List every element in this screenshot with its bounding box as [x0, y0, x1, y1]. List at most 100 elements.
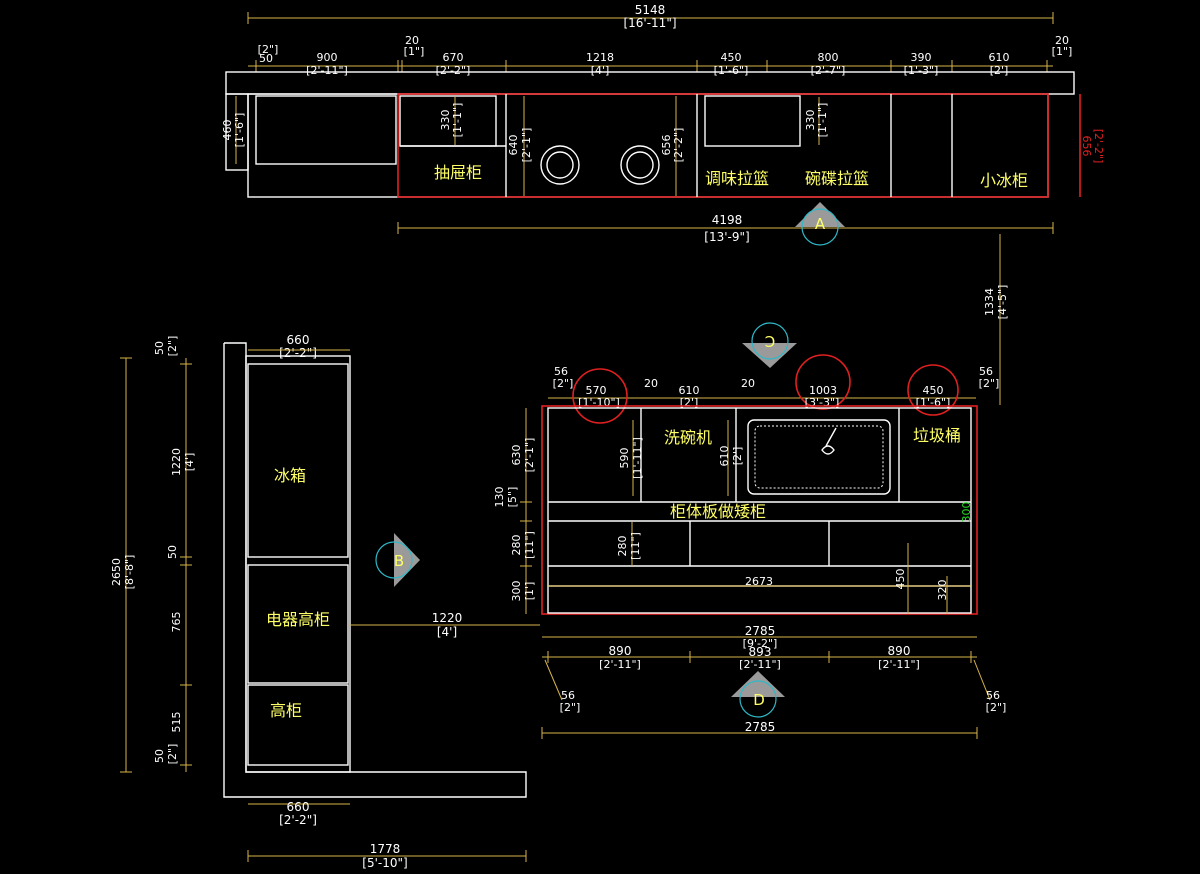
label-small-fridge: 小冰柜	[980, 171, 1028, 190]
hob-burner-left	[540, 145, 580, 185]
seg-2-mm: 20	[405, 34, 419, 47]
tall-seg-2-mm: 50	[166, 545, 179, 559]
dim-tall-bottom-ftin: [2'-2"]	[279, 813, 317, 827]
tall-seg-0-mm: 50	[153, 341, 166, 355]
width-total-mm: 2785	[745, 624, 776, 638]
tall-seg-1-mm: 1220	[170, 448, 183, 476]
label-dish-basket: 碗碟拉篮	[805, 169, 869, 188]
sink	[747, 419, 891, 495]
seg-7-ftin: [1'-3"]	[904, 64, 939, 77]
seg-3-mm: 670	[443, 51, 464, 64]
label-spice-basket: 调味拉篮	[705, 169, 769, 188]
seg-9-mm: 20	[1055, 34, 1069, 47]
elev-seg-0-ftin: [2"]	[553, 377, 574, 390]
inner-590-mm: 590	[618, 448, 631, 469]
dim-basket-ftin: [1'-1"]	[816, 103, 829, 138]
dim-hob-a-mm: 640	[507, 135, 520, 156]
inner-320-mm: 320	[936, 580, 949, 601]
dim-depth-left-ftin: [1'-6"]	[233, 113, 246, 148]
dim-run-mm: 4198	[712, 213, 743, 227]
dim-tall-overall-mm: 1778	[370, 842, 401, 856]
elev-seg-3-ftin: [2']	[680, 396, 699, 409]
dim-tall-overall-ftin: [5'-10"]	[362, 856, 407, 870]
end-right-mm: 56	[986, 689, 1000, 702]
marker-a-letter: A	[815, 215, 826, 233]
dim-aisle-mm: 1220	[432, 611, 463, 625]
elev-seg-6-ftin: [1'-6"]	[916, 396, 951, 409]
dim-gap-ftin: [4'-5"]	[996, 285, 1009, 320]
label-fridge: 冰箱	[274, 466, 306, 485]
elev-left-0-ftin: [2'-1"]	[523, 438, 536, 473]
width-total-ftin: [9'-2"]	[743, 637, 778, 650]
seg-6-mm: 800	[818, 51, 839, 64]
elev-left-2-mm: 280	[510, 535, 523, 556]
hob-burner-right	[620, 145, 660, 185]
inner-610-ftin: [2']	[731, 447, 744, 466]
third-2-ftin: [2'-11"]	[878, 658, 920, 671]
section-marker-d: D	[731, 671, 785, 718]
third-1-mm: 893	[749, 645, 772, 659]
inner-280-mm: 280	[616, 536, 629, 557]
dim-depth-right-ftin: [2'-2"]	[1092, 129, 1105, 164]
dim-tall-bottom-mm: 660	[287, 800, 310, 814]
tall-seg-0-ftin: [2"]	[166, 336, 179, 357]
end-left-ftin: [2"]	[560, 701, 581, 714]
seg-5-ftin: [1'-6"]	[714, 64, 749, 77]
dim-tall-top-ftin: [2'-2"]	[279, 346, 317, 360]
seg-3-ftin: [2'-2"]	[436, 64, 471, 77]
elev-seg-1-ftin: [1'-10"]	[578, 396, 620, 409]
inner-450-mm: 450	[894, 569, 907, 590]
seg-9-ftin: [1"]	[1052, 45, 1073, 58]
section-marker-a: A	[795, 202, 845, 246]
elev-seg-7-ftin: [2"]	[979, 377, 1000, 390]
overall-bottom-mm: 2785	[745, 720, 776, 734]
wall-l-shape	[223, 342, 527, 798]
inner-280-ftin: [11"]	[629, 532, 642, 560]
seg-7-mm: 390	[911, 51, 932, 64]
seg-1-ftin: [2'-11"]	[306, 64, 348, 77]
dim-overall-ftin: [16'-11"]	[623, 16, 676, 30]
dim-run-ftin: [13'-9"]	[704, 230, 749, 244]
elev-left-3-mm: 300	[510, 581, 523, 602]
tall-seg-5-ftin: [2"]	[166, 744, 179, 765]
dim-tall-top-mm: 660	[287, 333, 310, 347]
tall-seg-3-mm: 765	[170, 612, 183, 633]
seg-8-mm: 610	[989, 51, 1010, 64]
end-right-ftin: [2"]	[986, 701, 1007, 714]
tall-unit: 660 [2'-2"] 冰箱 电器高柜 高柜 2650 [8'-8"] 50 […	[110, 333, 540, 870]
elev-seg-4-mm: 20	[741, 377, 755, 390]
inner-610-mm: 610	[718, 446, 731, 467]
seg-0-mm: 50	[259, 52, 273, 65]
dim-basket-mm: 330	[804, 110, 817, 131]
elev-seg-5-ftin: [3'-3"]	[805, 396, 840, 409]
dim-hob-b-ftin: [2'-2"]	[672, 128, 685, 163]
label-appliance-cabinet: 电器高柜	[266, 610, 330, 629]
label-dishwasher: 洗碗机	[664, 428, 712, 447]
third-1-ftin: [2'-11"]	[739, 658, 781, 671]
section-marker-b: B	[375, 533, 420, 587]
dim-drawer-mm: 330	[439, 110, 452, 131]
tall-seg-5-mm: 50	[153, 749, 166, 763]
third-0-ftin: [2'-11"]	[599, 658, 641, 671]
seg-6-ftin: [2'-7"]	[811, 64, 846, 77]
tall-unit-outline	[245, 355, 351, 773]
dim-depth-right-mm: 656	[1080, 136, 1093, 157]
third-0-mm: 890	[609, 644, 632, 658]
elev-seg-6-mm: 450	[923, 384, 944, 397]
label-low-cabinet-panel: 柜体板做矮柜	[670, 502, 766, 521]
third-2-mm: 890	[888, 644, 911, 658]
tall-cabinet-box	[247, 684, 349, 766]
tall-seg-4-mm: 515	[170, 712, 183, 733]
elev-left-1-ftin: [5"]	[506, 487, 519, 508]
dim-depth-left-mm: 460	[221, 120, 234, 141]
marker-d-letter: D	[753, 691, 765, 709]
dim-hob-b-mm: 656	[660, 135, 673, 156]
dim-drawer-ftin: [1'-1"]	[451, 103, 464, 138]
marker-c-letter: C	[765, 332, 775, 350]
seg-0-ftin: [2"]	[258, 43, 279, 56]
dim-overall-mm: 5148	[635, 3, 666, 17]
elev-seg-0-mm: 56	[554, 365, 568, 378]
seg-2-ftin: [1"]	[404, 45, 425, 58]
